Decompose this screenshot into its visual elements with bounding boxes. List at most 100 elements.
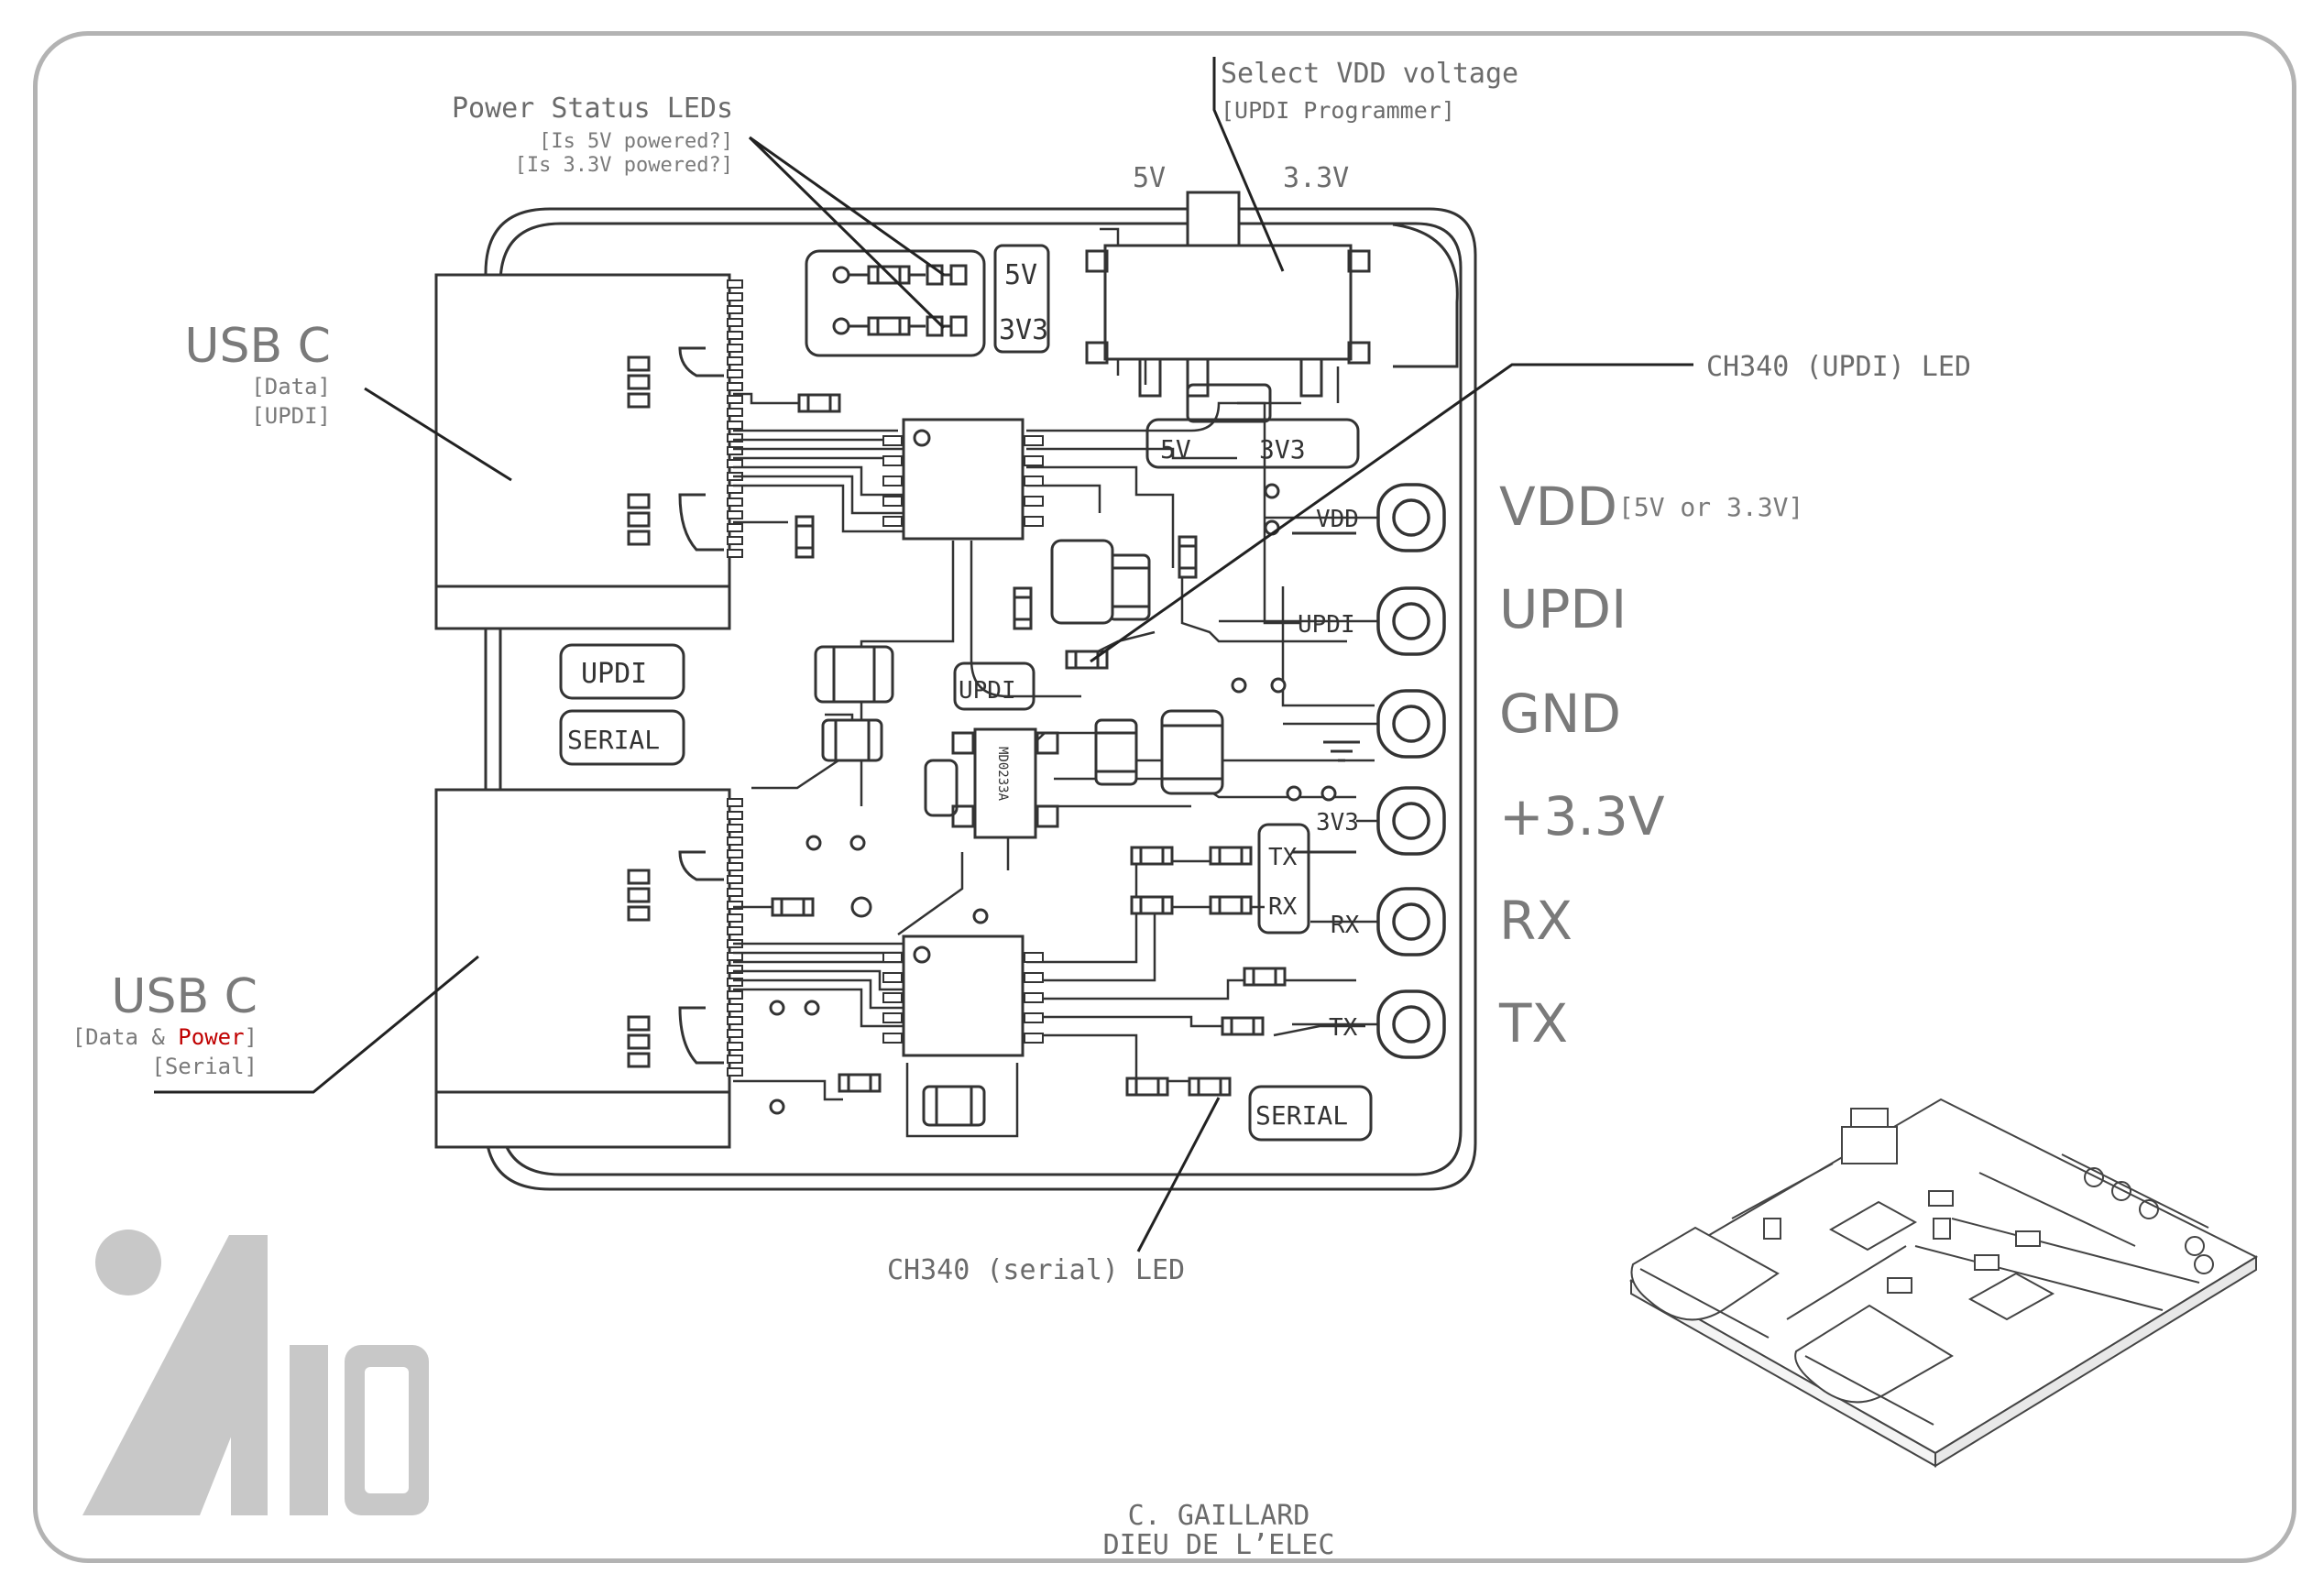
ic-pins xyxy=(882,435,1044,1044)
silk-pin-tx: TX xyxy=(1329,1014,1358,1042)
power-leds-title: Power Status LEDs xyxy=(451,93,733,125)
ic-pin xyxy=(1024,516,1044,527)
ic-pin xyxy=(882,992,903,1003)
usb-pin-rows xyxy=(727,279,743,1077)
power-led-area xyxy=(805,244,1050,357)
ic-pin xyxy=(1024,476,1044,486)
usb-pin xyxy=(727,888,743,897)
usb-pin xyxy=(727,990,743,1000)
author-line2: DIEU DE L’ELEC xyxy=(1102,1529,1335,1561)
pin-label-updi: UPDI xyxy=(1499,578,1627,640)
select-vdd-title: Select VDD voltage xyxy=(1221,58,1519,90)
ic-pin xyxy=(1024,1033,1044,1044)
usb-pin xyxy=(727,1003,743,1012)
ic-pin xyxy=(1024,496,1044,507)
ch340-updi-led-label: CH340 (UPDI) LED xyxy=(1706,351,1971,383)
usb-pin xyxy=(727,901,743,910)
usb-pin xyxy=(727,1055,743,1064)
usb-pin xyxy=(727,836,743,846)
pin-label-tx: TX xyxy=(1499,992,1569,1055)
usb-c-bottom-power: Power xyxy=(178,1024,245,1050)
switch-5v-label: 5V xyxy=(1133,162,1167,194)
ic-pin xyxy=(882,455,903,466)
usb-pin xyxy=(727,382,743,391)
usb-c-bottom-line2: [Serial] xyxy=(151,1054,258,1079)
isometric-board-preview xyxy=(1628,1098,2259,1468)
pin-label-gnd: GND xyxy=(1499,683,1621,745)
pin-label-rx: RX xyxy=(1499,890,1573,952)
usb-pin xyxy=(727,798,743,807)
silk-serial-box: SERIAL xyxy=(567,725,660,755)
company-logo xyxy=(82,1230,429,1515)
usb-pin xyxy=(727,875,743,884)
usb-pin xyxy=(727,395,743,404)
power-leds-line1: [Is 5V powered?] xyxy=(539,130,733,153)
usb-pin xyxy=(727,824,743,833)
select-vdd-sub: [UPDI Programmer] xyxy=(1221,97,1455,124)
ic-pin xyxy=(882,476,903,486)
usb-c-top-line1: [Data] xyxy=(251,374,331,399)
silk-updi-box: UPDI xyxy=(581,658,647,690)
usb-pin xyxy=(727,1042,743,1051)
ic-pin xyxy=(1024,455,1044,466)
usb-pin xyxy=(727,433,743,443)
usb-pin xyxy=(727,862,743,871)
silk-led-5v: 5V xyxy=(1004,259,1037,291)
pin-note-vdd: [5V or 3.3V] xyxy=(1618,492,1804,522)
usb-pin xyxy=(727,926,743,935)
usb-c-top-line2: [UPDI] xyxy=(251,403,331,429)
usb-pin xyxy=(727,369,743,378)
ic-pin xyxy=(1024,992,1044,1003)
ic-pin xyxy=(882,516,903,527)
silk-sw-3v3: 3V3 xyxy=(1259,434,1306,465)
usb-pin xyxy=(727,510,743,519)
pin-traces xyxy=(1219,516,1378,1026)
ic-pin xyxy=(1024,952,1044,963)
drawing-frame xyxy=(33,31,2296,1563)
usb-pin xyxy=(727,446,743,455)
usb-pin xyxy=(727,305,743,314)
usb-pin xyxy=(727,331,743,340)
md0233a-regulator xyxy=(924,727,1059,839)
ch340-updi-chip xyxy=(902,418,1025,541)
silk-updi-small: UPDI xyxy=(959,677,1016,705)
vdd-select-switch xyxy=(1085,191,1371,423)
silk-serial-bottom: SERIAL xyxy=(1255,1100,1348,1131)
usb-pin xyxy=(727,1067,743,1077)
usb-pin xyxy=(727,849,743,858)
usb-pin xyxy=(727,318,743,327)
ic-pin xyxy=(1024,1012,1044,1023)
silk-rx-led: RX xyxy=(1268,893,1298,921)
ic-pin xyxy=(882,972,903,983)
usb-pin xyxy=(727,1016,743,1025)
usb-c-bottom-line1-pre: [Data & xyxy=(71,1024,179,1050)
usb-pin xyxy=(727,913,743,923)
usb-pin xyxy=(727,497,743,507)
ic-pin xyxy=(882,1012,903,1023)
usb-c-bottom-line1: [Data & Power] xyxy=(72,1026,258,1048)
silkscreen-text: 5V 3V3 5V 3V3 UPDI SERIAL UPDI SERIAL VD… xyxy=(567,259,1360,1131)
usb-c-top-connector xyxy=(434,273,731,630)
usb-pin xyxy=(727,1029,743,1038)
vias xyxy=(769,483,1337,1115)
usb-pin xyxy=(727,523,743,532)
capacitors xyxy=(814,539,1224,1127)
author-line1: C. GAILLARD xyxy=(1127,1500,1310,1532)
usb-pin xyxy=(727,344,743,353)
silk-regulator-marking: MD0233A xyxy=(995,747,1010,802)
usb-c-top-title: USB C xyxy=(184,319,331,374)
ic-pin xyxy=(1024,972,1044,983)
leader-lines xyxy=(154,57,1693,1252)
board-outline xyxy=(484,207,1477,1191)
ic-pin xyxy=(882,1033,903,1044)
switch-3v3-label: 3.3V xyxy=(1283,162,1350,194)
usb-c-bottom-connector xyxy=(434,788,731,1149)
usb-pin xyxy=(727,549,743,558)
usb-c-bottom-line1-post: ] xyxy=(244,1024,258,1050)
ic-pin xyxy=(882,496,903,507)
ic-pin xyxy=(1024,435,1044,446)
silk-pin-3v3: 3V3 xyxy=(1316,809,1359,836)
usb-pin xyxy=(727,965,743,974)
power-leds-line2: [Is 3.3V powered?] xyxy=(514,154,733,177)
